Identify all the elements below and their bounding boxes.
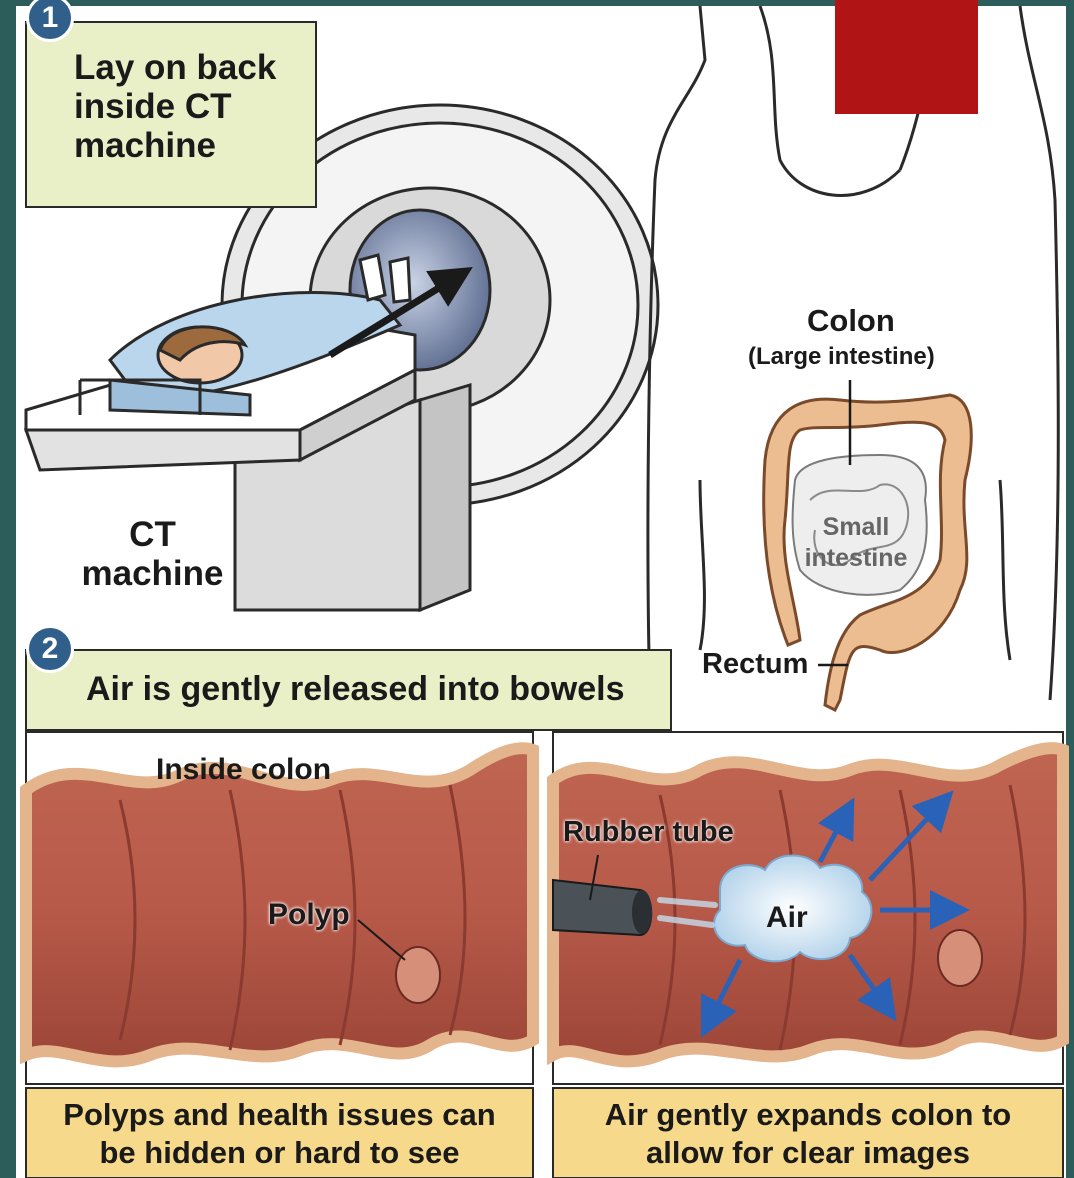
ct-machine-label: CT machine <box>80 515 225 593</box>
colon-label: Colon <box>807 304 895 339</box>
step1-title-line: inside CT <box>74 87 276 126</box>
ct-label-line: machine <box>80 554 225 593</box>
colon-sublabel: (Large intestine) <box>748 344 935 371</box>
right-caption: Air gently expands colon to allow for cl… <box>553 1096 1063 1172</box>
ct-label-line: CT <box>80 515 225 554</box>
small-intestine-line: intestine <box>800 543 912 574</box>
left-caption: Polyps and health issues can be hidden o… <box>26 1096 533 1172</box>
small-intestine-label: Small intestine <box>800 512 912 575</box>
right-caption-line: allow for clear images <box>553 1134 1063 1172</box>
rectum-label: Rectum <box>702 648 808 680</box>
air-label: Air <box>766 901 808 935</box>
step1-title-line: machine <box>74 126 276 165</box>
step1-title-line: Lay on back <box>74 48 276 87</box>
inside-colon-label: Inside colon <box>156 753 331 787</box>
left-caption-line: be hidden or hard to see <box>26 1134 533 1172</box>
red-accent-block <box>835 0 978 114</box>
rubber-tube-label: Rubber tube <box>563 816 734 848</box>
right-caption-line: Air gently expands colon to <box>553 1096 1063 1134</box>
step2-title: Air is gently released into bowels <box>86 670 625 708</box>
left-caption-line: Polyps and health issues can <box>26 1096 533 1134</box>
small-intestine-line: Small <box>800 512 912 543</box>
step1-title: Lay on back inside CT machine <box>74 48 276 166</box>
polyp-label: Polyp <box>268 898 350 932</box>
step2-badge: 2 <box>26 625 74 673</box>
